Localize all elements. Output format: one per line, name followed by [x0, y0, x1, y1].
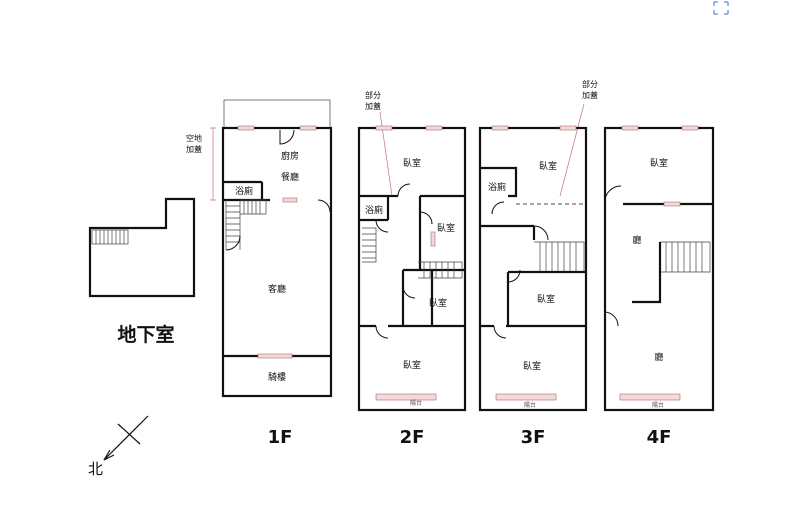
floor-3f-plan: 部分 加蓋 臥室 浴廁 臥室 臥室 陽台 3F [478, 79, 598, 448]
partial-note-3f-line2: 加蓋 [582, 90, 598, 100]
floor-2f-stairs [362, 227, 463, 279]
corridor-wall [480, 224, 536, 240]
door-swing [279, 129, 295, 145]
room-2f-balcony: 陽台 [410, 399, 422, 407]
room-bath: 浴廁 [235, 185, 253, 197]
basement-plan: 地下室 [88, 197, 196, 346]
open-space-note-line1: 空地 [186, 133, 202, 143]
balcony-rail [495, 393, 557, 401]
floor-label-1f: 1F [268, 427, 293, 448]
room-2f-bedroom-mid: 臥室 [437, 222, 455, 234]
balcony-rail [375, 393, 437, 401]
basement-stairs [91, 229, 129, 245]
open-space-dimension-line [210, 127, 216, 201]
floor-3f-stairs [534, 241, 585, 273]
floor-4f-outline [603, 126, 715, 412]
room-2f-bedroom-top: 臥室 [403, 157, 421, 169]
door-swing [419, 211, 433, 225]
floor-label-4f: 4F [647, 427, 672, 448]
bath-walls [359, 194, 465, 222]
window [375, 125, 393, 131]
stair-wall [632, 242, 662, 304]
window [681, 125, 699, 131]
window [282, 197, 298, 203]
room-3f-bedroom-bottom: 臥室 [523, 360, 541, 372]
window [430, 231, 436, 247]
door-swing [397, 183, 411, 197]
bedroom-walls [403, 196, 465, 326]
floor-4f-stairs [660, 241, 711, 273]
room-4f-hall-top: 廳 [632, 234, 641, 246]
door-swing [375, 325, 389, 339]
door-swing [604, 185, 622, 201]
window [559, 125, 577, 131]
door-swing [493, 325, 507, 339]
bath-walls [480, 166, 518, 198]
floor-label-3f: 3F [521, 427, 546, 448]
floor-1f-stairs [225, 199, 267, 251]
door-swing [317, 199, 331, 213]
balcony-rail [619, 393, 681, 401]
window [663, 201, 681, 207]
room-living: 客廳 [268, 283, 286, 295]
floor-4f-plan: 臥室 廳 廳 陽台 4F [603, 125, 715, 448]
window [237, 125, 255, 131]
room-4f-bedroom-top: 臥室 [650, 157, 668, 169]
door-swing [533, 225, 549, 241]
floor-1f-outline [221, 126, 333, 398]
partial-leader-3f [559, 103, 585, 197]
floor-1f-plan: 空地 加蓋 廚房 餐廳 浴廁 客廳 騎樓 [186, 99, 333, 448]
door-swing [604, 311, 619, 327]
door-swing [507, 269, 521, 283]
door-swing [375, 219, 389, 233]
room-arcade: 騎樓 [268, 371, 286, 383]
room-3f-bath: 浴廁 [488, 181, 506, 193]
basement-outline [88, 197, 196, 298]
room-kitchen: 廚房 [281, 150, 299, 162]
north-label: 北 [88, 460, 103, 478]
room-4f-balcony: 陽台 [652, 401, 664, 409]
floor-3f-outline [478, 126, 588, 412]
bedroom-walls [480, 270, 586, 328]
window [491, 125, 509, 131]
floor-2f-plan: 部分 加蓋 臥室 浴廁 臥室 臥室 [357, 90, 467, 448]
partial-leader-2f [379, 111, 393, 197]
room-3f-balcony: 陽台 [524, 401, 536, 409]
open-space-note-line2: 加蓋 [186, 144, 202, 154]
room-3f-bedroom-mid: 臥室 [537, 293, 555, 305]
storefront-window [257, 353, 293, 359]
door-swing [402, 285, 416, 299]
room-dining: 餐廳 [281, 171, 299, 183]
expand-icon[interactable] [711, 0, 731, 16]
window [299, 125, 317, 131]
basement-label: 地下室 [117, 323, 174, 346]
window [621, 125, 639, 131]
partial-note-3f-line1: 部分 [582, 79, 598, 89]
floor-label-2f: 2F [400, 427, 425, 448]
door-swing [491, 201, 505, 215]
open-space-addition-outline [223, 99, 331, 129]
partial-note-2f-line1: 部分 [365, 90, 381, 100]
room-4f-hall-bottom: 廳 [654, 351, 663, 363]
partial-note-2f-line2: 加蓋 [365, 101, 381, 111]
room-2f-bath: 浴廁 [365, 204, 383, 216]
window [425, 125, 443, 131]
room-3f-bedroom-top: 臥室 [539, 160, 557, 172]
room-2f-bedroom-low: 臥室 [429, 297, 447, 309]
north-arrow: 北 [88, 415, 149, 478]
room-2f-bedroom-bottom: 臥室 [403, 359, 421, 371]
